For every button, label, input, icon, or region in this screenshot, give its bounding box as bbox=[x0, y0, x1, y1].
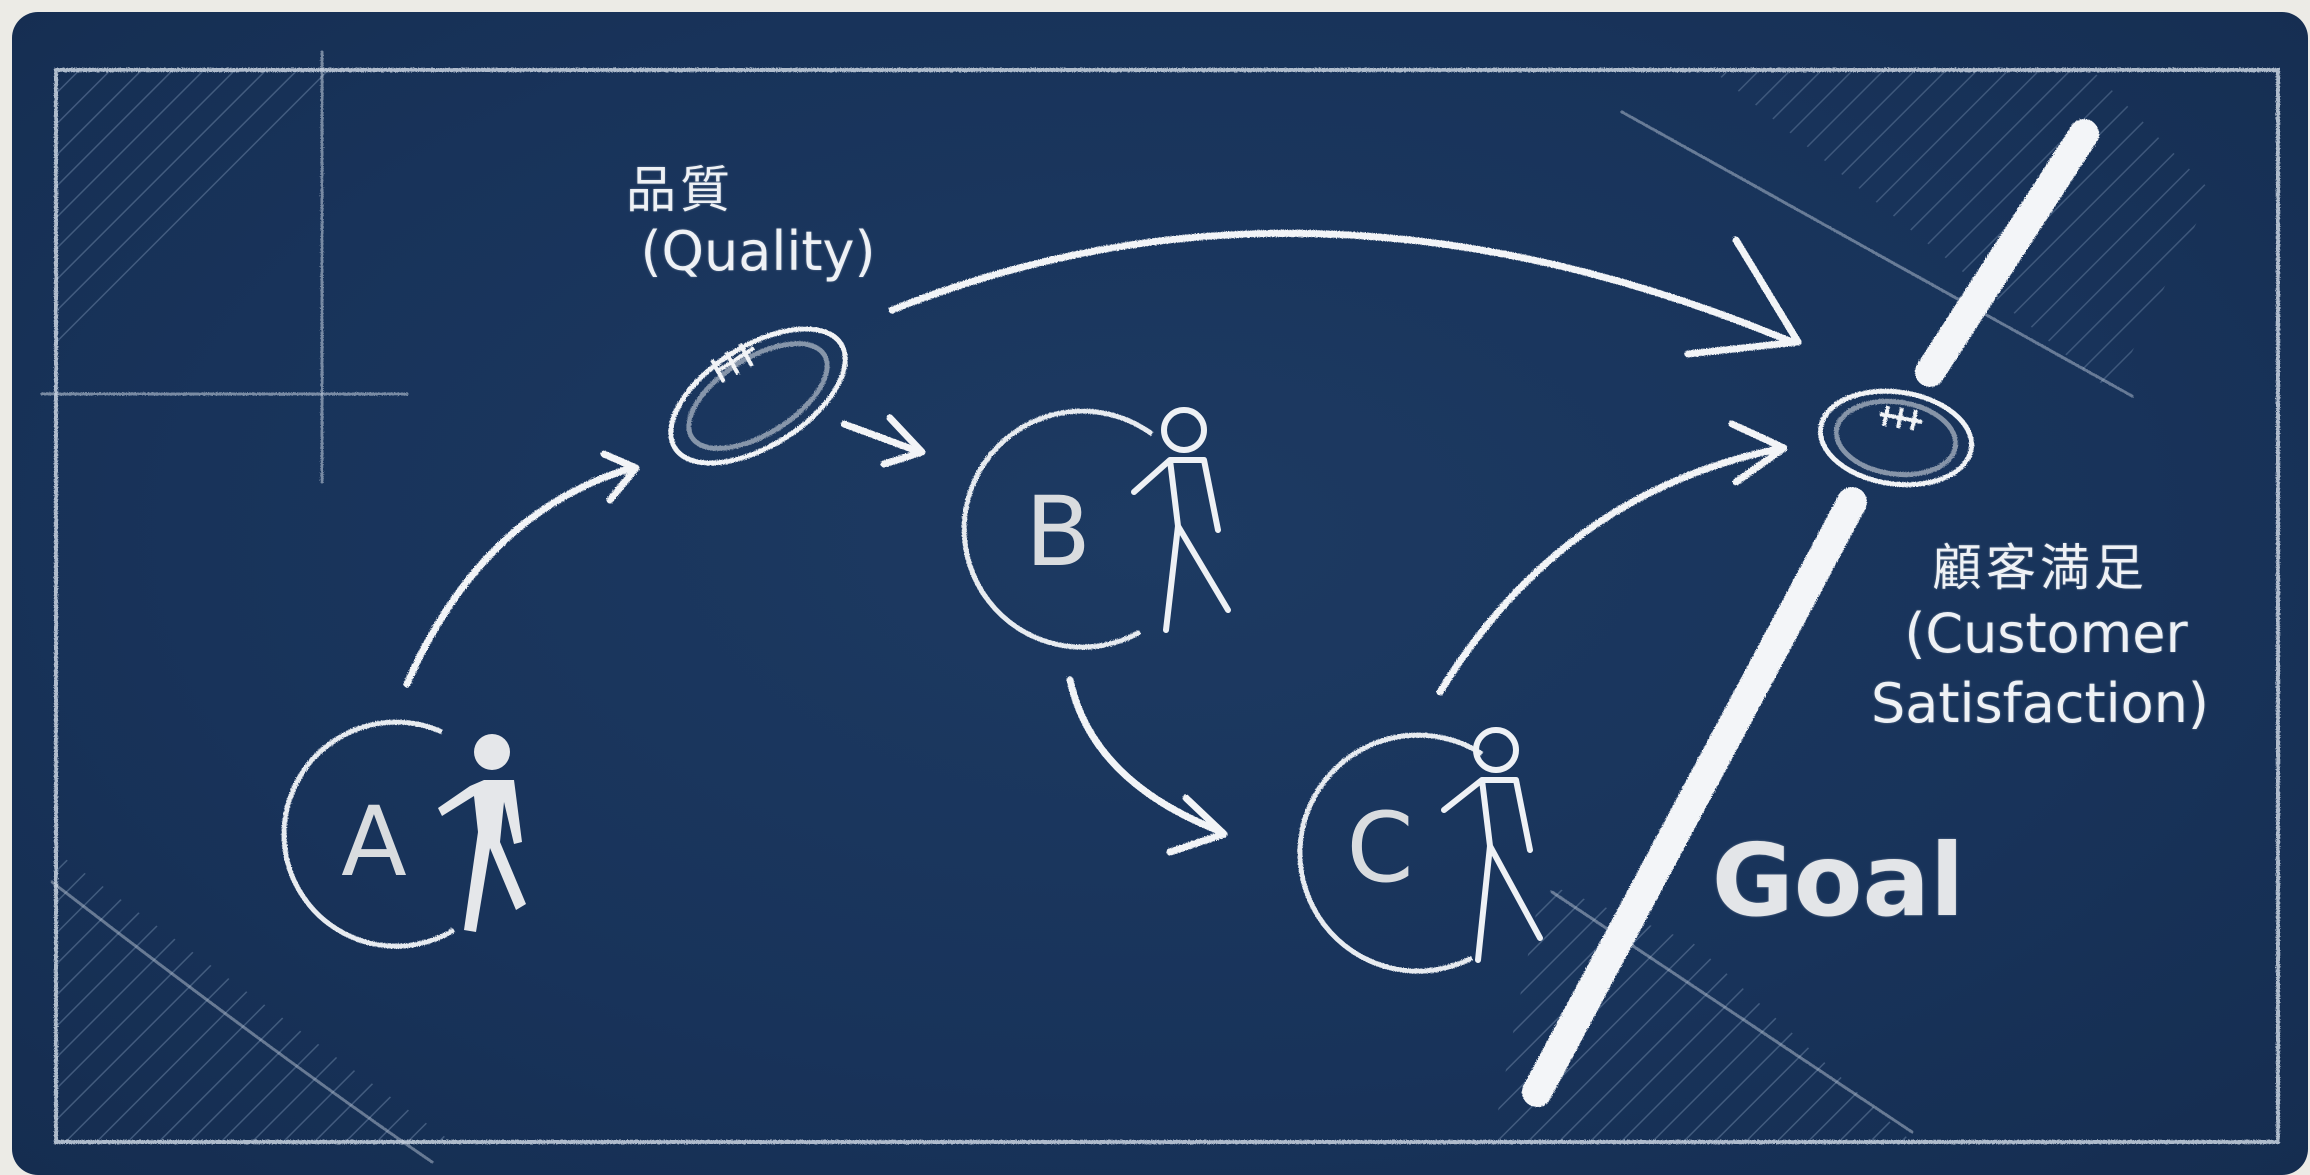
person-walking-icon bbox=[438, 734, 526, 932]
goal-label: Goal bbox=[1711, 822, 1965, 939]
goal-post bbox=[1522, 119, 2099, 1107]
arrow-c-to-goal bbox=[1436, 444, 1786, 696]
satisfaction-label-en-line2: Satisfaction) bbox=[1871, 672, 2209, 735]
hatch-bottom-right bbox=[1492, 882, 1912, 1142]
circle-a bbox=[281, 719, 456, 949]
quality-label-ja: 品質 bbox=[626, 161, 734, 219]
player-a-label: A bbox=[341, 786, 407, 898]
circle-b bbox=[961, 408, 1154, 650]
field-lines bbox=[40, 50, 2280, 1164]
satisfaction-label-ja: 顧客満足 bbox=[1932, 539, 2148, 597]
person-walking-icon bbox=[1441, 727, 1543, 963]
football-icon bbox=[1817, 388, 1975, 488]
person-walking-icon bbox=[1131, 407, 1231, 633]
hatch-top-left bbox=[56, 70, 342, 352]
hatch-bottom-left bbox=[56, 852, 452, 1142]
player-b-label: B bbox=[1025, 476, 1091, 588]
arrow-a-to-quality bbox=[403, 464, 636, 688]
football-icon bbox=[668, 326, 848, 466]
player-c-label: C bbox=[1346, 792, 1414, 904]
arrow-ball-to-b bbox=[840, 420, 924, 456]
satisfaction-label-en-line1: (Customer bbox=[1904, 602, 2188, 665]
play-diagram bbox=[40, 50, 2280, 1164]
quality-label-en: (Quality) bbox=[640, 220, 876, 283]
player-circles bbox=[281, 408, 1484, 974]
chalkboard: A B C 品質 (Quality) 顧客満足 (Customer Satisf… bbox=[12, 12, 2308, 1175]
circle-c bbox=[1297, 732, 1484, 974]
arrow-quality-to-goal bbox=[888, 229, 1796, 346]
arrow-b-to-c bbox=[1066, 676, 1226, 836]
pass-arrows bbox=[403, 229, 1802, 856]
